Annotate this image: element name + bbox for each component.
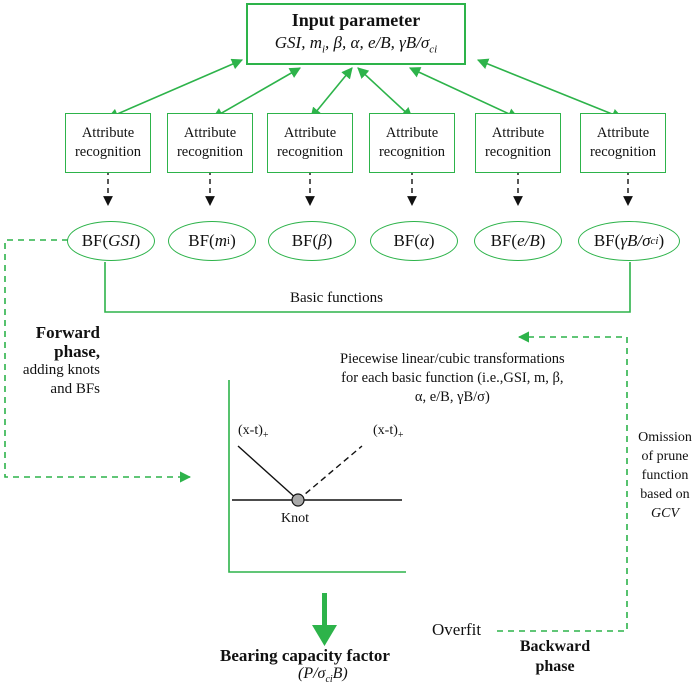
input-params: GSI, mi, β, α, e/B, γB/σci bbox=[274, 33, 438, 56]
knot-point bbox=[291, 493, 305, 507]
output-title: Bearing capacity factor bbox=[220, 646, 390, 665]
left-hinge-label: (x-t)+ bbox=[238, 423, 269, 441]
link-input-attr-3 bbox=[310, 67, 353, 119]
graph-left-hinge bbox=[237, 445, 299, 501]
backward-phase-path bbox=[497, 331, 628, 632]
knot-label: Knot bbox=[281, 511, 309, 526]
link-input-attr-1 bbox=[106, 58, 244, 120]
link-input-attr-6 bbox=[476, 58, 624, 120]
graph-frame bbox=[228, 380, 406, 573]
output-arrow-head bbox=[312, 625, 337, 646]
input-title: Input parameter bbox=[291, 10, 421, 30]
graph-right-hinge bbox=[297, 445, 363, 501]
right-hinge-label: (x-t)+ bbox=[373, 423, 404, 441]
omission-label: Omission of prune function based on GCV bbox=[638, 430, 692, 521]
link-input-attr-4 bbox=[357, 67, 413, 119]
backward-phase-label: Backward phase bbox=[519, 638, 591, 675]
basic-functions-label: Basic functions bbox=[290, 290, 383, 306]
basic-functions-bracket bbox=[104, 262, 631, 313]
overfit-label: Overfit bbox=[432, 620, 482, 639]
bf-eb: BF(e/B) bbox=[474, 221, 562, 261]
bf-beta: BF(β) bbox=[268, 221, 356, 261]
forward-phase-path bbox=[4, 239, 192, 483]
link-input-attr-2 bbox=[212, 67, 301, 119]
link-input-attr-5 bbox=[408, 67, 520, 119]
output-formula: (P/σciB) bbox=[298, 665, 348, 685]
piecewise-description: Piecewise linear/cubic transformations f… bbox=[340, 351, 565, 405]
input-parameter-box: Input parameter GSI, mi, β, α, e/B, γB/σ… bbox=[246, 3, 466, 65]
bf-gsi: BF(GSI) bbox=[67, 221, 155, 261]
output-arrow-shaft bbox=[322, 593, 327, 627]
forward-phase-label: Forward phase, adding knots and BFs bbox=[22, 323, 100, 397]
bf-alpha: BF(α) bbox=[370, 221, 458, 261]
